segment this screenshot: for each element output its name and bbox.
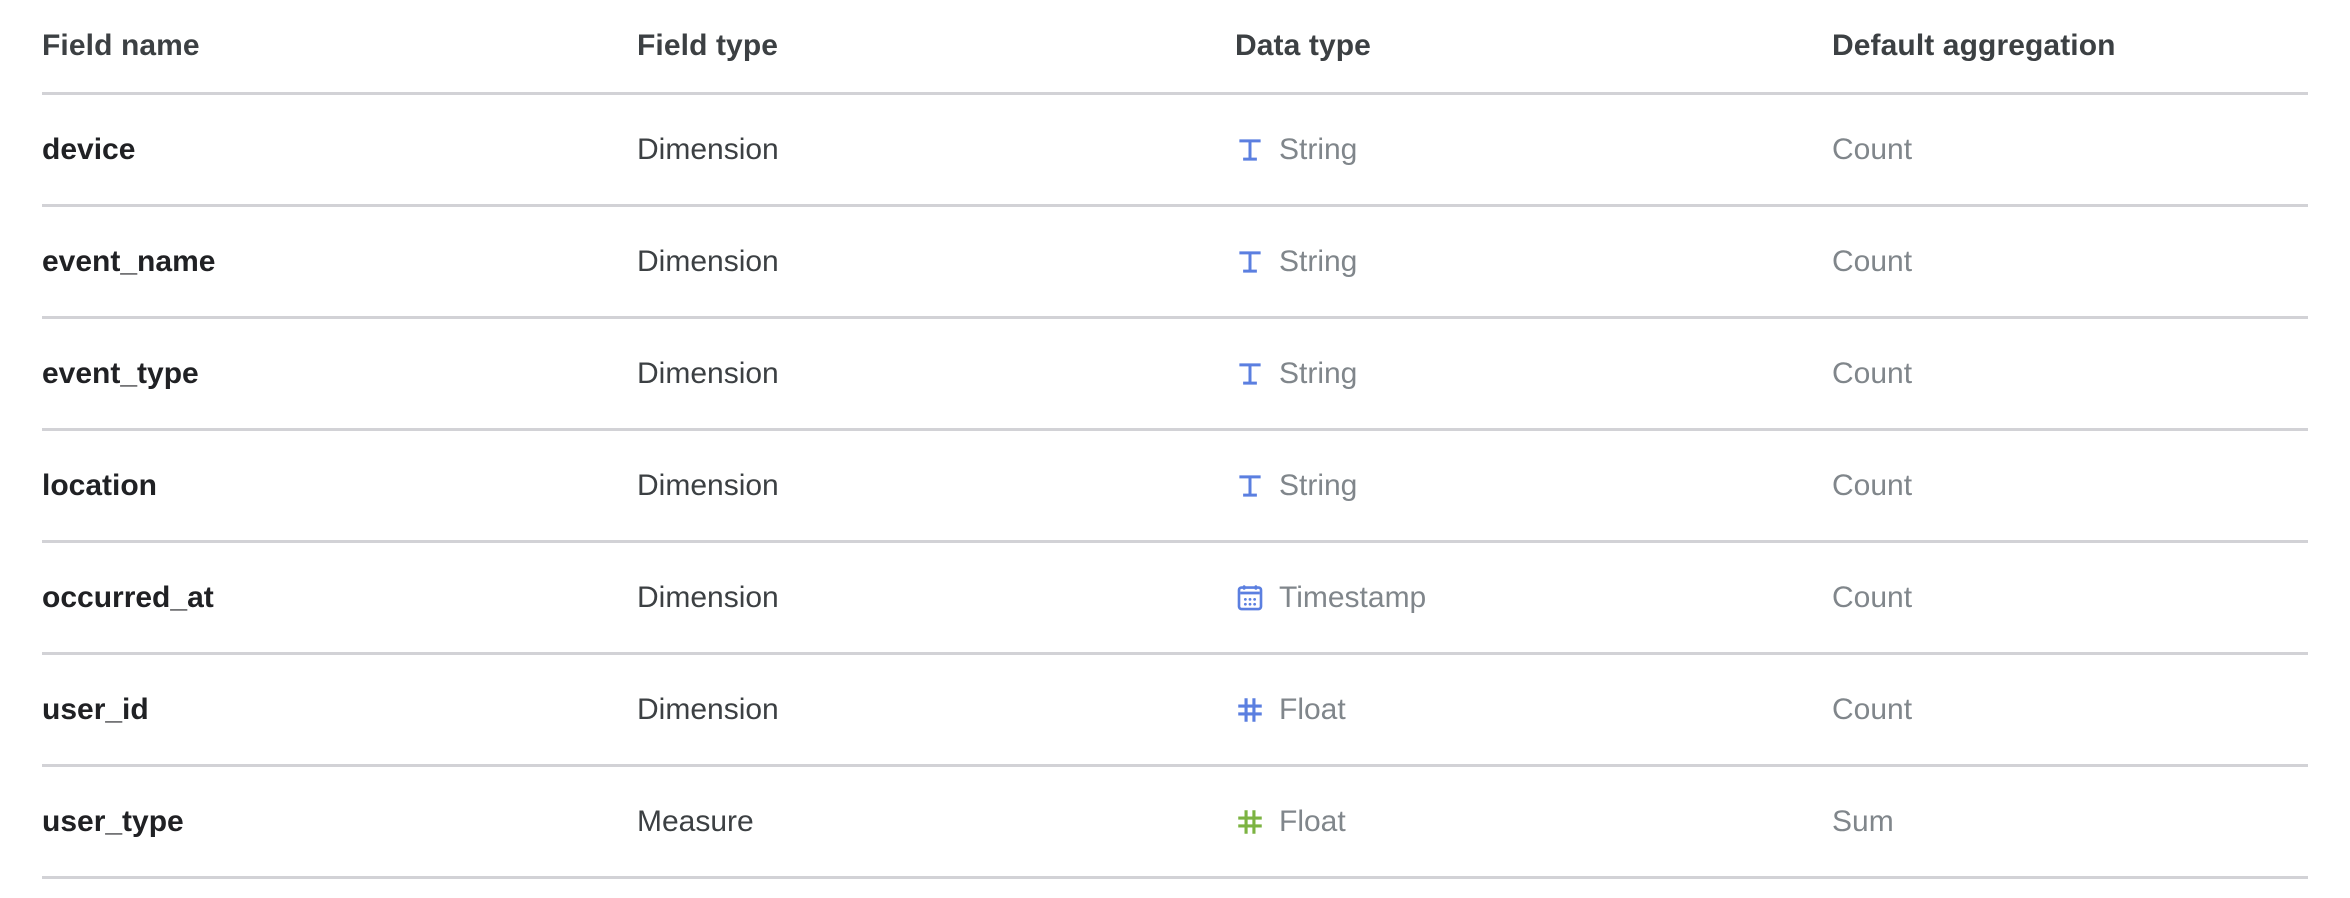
cell-field-type: Dimension — [637, 132, 779, 166]
cell-default-aggregation[interactable]: Count — [1832, 580, 1913, 614]
hash-number-icon — [1235, 695, 1265, 725]
cell-data-type: Float — [1235, 805, 1832, 839]
text-string-icon — [1235, 247, 1265, 277]
cell-default-aggregation[interactable]: Count — [1832, 132, 1913, 166]
data-type-label: Float — [1279, 692, 1346, 726]
table-row-user_type[interactable]: user_type Measure Float Sum — [42, 767, 2308, 879]
cell-data-type: String — [1235, 357, 1832, 391]
cell-data-type: String — [1235, 133, 1832, 167]
table-header-row: Field name Field type Data type Default … — [42, 0, 2308, 95]
table-body: device Dimension String Count event_name… — [42, 95, 2308, 879]
cell-field-type: Measure — [637, 804, 754, 838]
cell-field-name[interactable]: occurred_at — [42, 580, 214, 614]
text-string-icon — [1235, 471, 1265, 501]
data-type-label: Timestamp — [1279, 580, 1427, 614]
cell-field-type: Dimension — [637, 356, 779, 390]
data-type-label: String — [1279, 244, 1358, 278]
cell-default-aggregation[interactable]: Count — [1832, 244, 1913, 278]
table-row-device[interactable]: device Dimension String Count — [42, 95, 2308, 207]
table-row-user_id[interactable]: user_id Dimension Float Count — [42, 655, 2308, 767]
table-row-event_type[interactable]: event_type Dimension String Count — [42, 319, 2308, 431]
cell-field-name[interactable]: location — [42, 468, 158, 502]
cell-field-type: Dimension — [637, 244, 779, 278]
data-type-label: String — [1279, 132, 1358, 166]
cell-default-aggregation[interactable]: Sum — [1832, 804, 1894, 838]
cell-field-name[interactable]: event_name — [42, 244, 216, 278]
data-type-label: String — [1279, 468, 1358, 502]
table-row-location[interactable]: location Dimension String Count — [42, 431, 2308, 543]
cell-field-name[interactable]: event_type — [42, 356, 199, 390]
cell-data-type: Timestamp — [1235, 581, 1832, 615]
cell-data-type: Float — [1235, 693, 1832, 727]
text-string-icon — [1235, 359, 1265, 389]
cell-default-aggregation[interactable]: Count — [1832, 356, 1913, 390]
table-row-occurred_at[interactable]: occurred_at Dimension Timestamp Count — [42, 543, 2308, 655]
field-schema-table: Field name Field type Data type Default … — [42, 0, 2308, 879]
column-header-default-aggregation[interactable]: Default aggregation — [1832, 29, 2116, 62]
cell-field-type: Dimension — [637, 692, 779, 726]
column-header-field-name[interactable]: Field name — [42, 29, 200, 62]
cell-default-aggregation[interactable]: Count — [1832, 468, 1913, 502]
text-string-icon — [1235, 135, 1265, 165]
cell-data-type: String — [1235, 469, 1832, 503]
calendar-icon — [1235, 583, 1265, 613]
hash-number-icon — [1235, 807, 1265, 837]
column-header-field-type[interactable]: Field type — [637, 29, 779, 62]
column-header-data-type[interactable]: Data type — [1235, 29, 1371, 62]
cell-data-type: String — [1235, 245, 1832, 279]
table-row-event_name[interactable]: event_name Dimension String Count — [42, 207, 2308, 319]
data-type-label: Float — [1279, 804, 1346, 838]
cell-field-type: Dimension — [637, 468, 779, 502]
data-type-label: String — [1279, 356, 1358, 390]
cell-field-type: Dimension — [637, 580, 779, 614]
cell-field-name[interactable]: device — [42, 132, 136, 166]
cell-field-name[interactable]: user_type — [42, 804, 184, 838]
cell-field-name[interactable]: user_id — [42, 692, 149, 726]
cell-default-aggregation[interactable]: Count — [1832, 692, 1913, 726]
